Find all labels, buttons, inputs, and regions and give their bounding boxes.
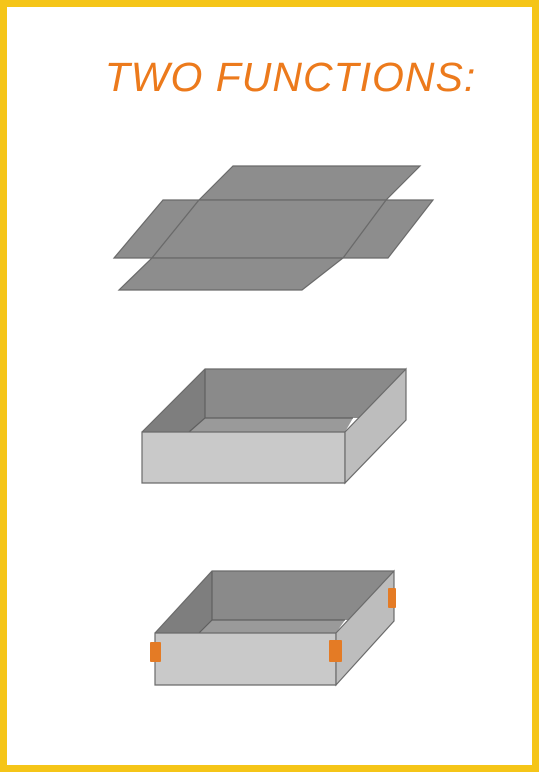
tape-front-left — [150, 642, 161, 662]
tray-front-wall — [141, 431, 346, 484]
page-title: TWO FUNCTIONS: — [104, 54, 477, 100]
taped-tray-front-wall — [154, 632, 337, 686]
tape-back-right — [388, 588, 396, 608]
flat-blank-back-flap — [197, 165, 422, 201]
taped-tray-right-wall — [335, 569, 395, 687]
tape-front-right — [329, 640, 342, 662]
tray-floor — [189, 418, 353, 432]
tray-back-wall — [205, 369, 406, 418]
flat-blank-icon — [112, 165, 435, 291]
taped-tray-floor — [199, 620, 345, 633]
flat-blank-front-flap — [117, 257, 345, 291]
folded-tray-icon — [141, 367, 407, 485]
taped-tray-back-wall — [212, 571, 394, 620]
taped-tray-icon — [150, 569, 396, 687]
tray-right-wall — [344, 367, 407, 485]
